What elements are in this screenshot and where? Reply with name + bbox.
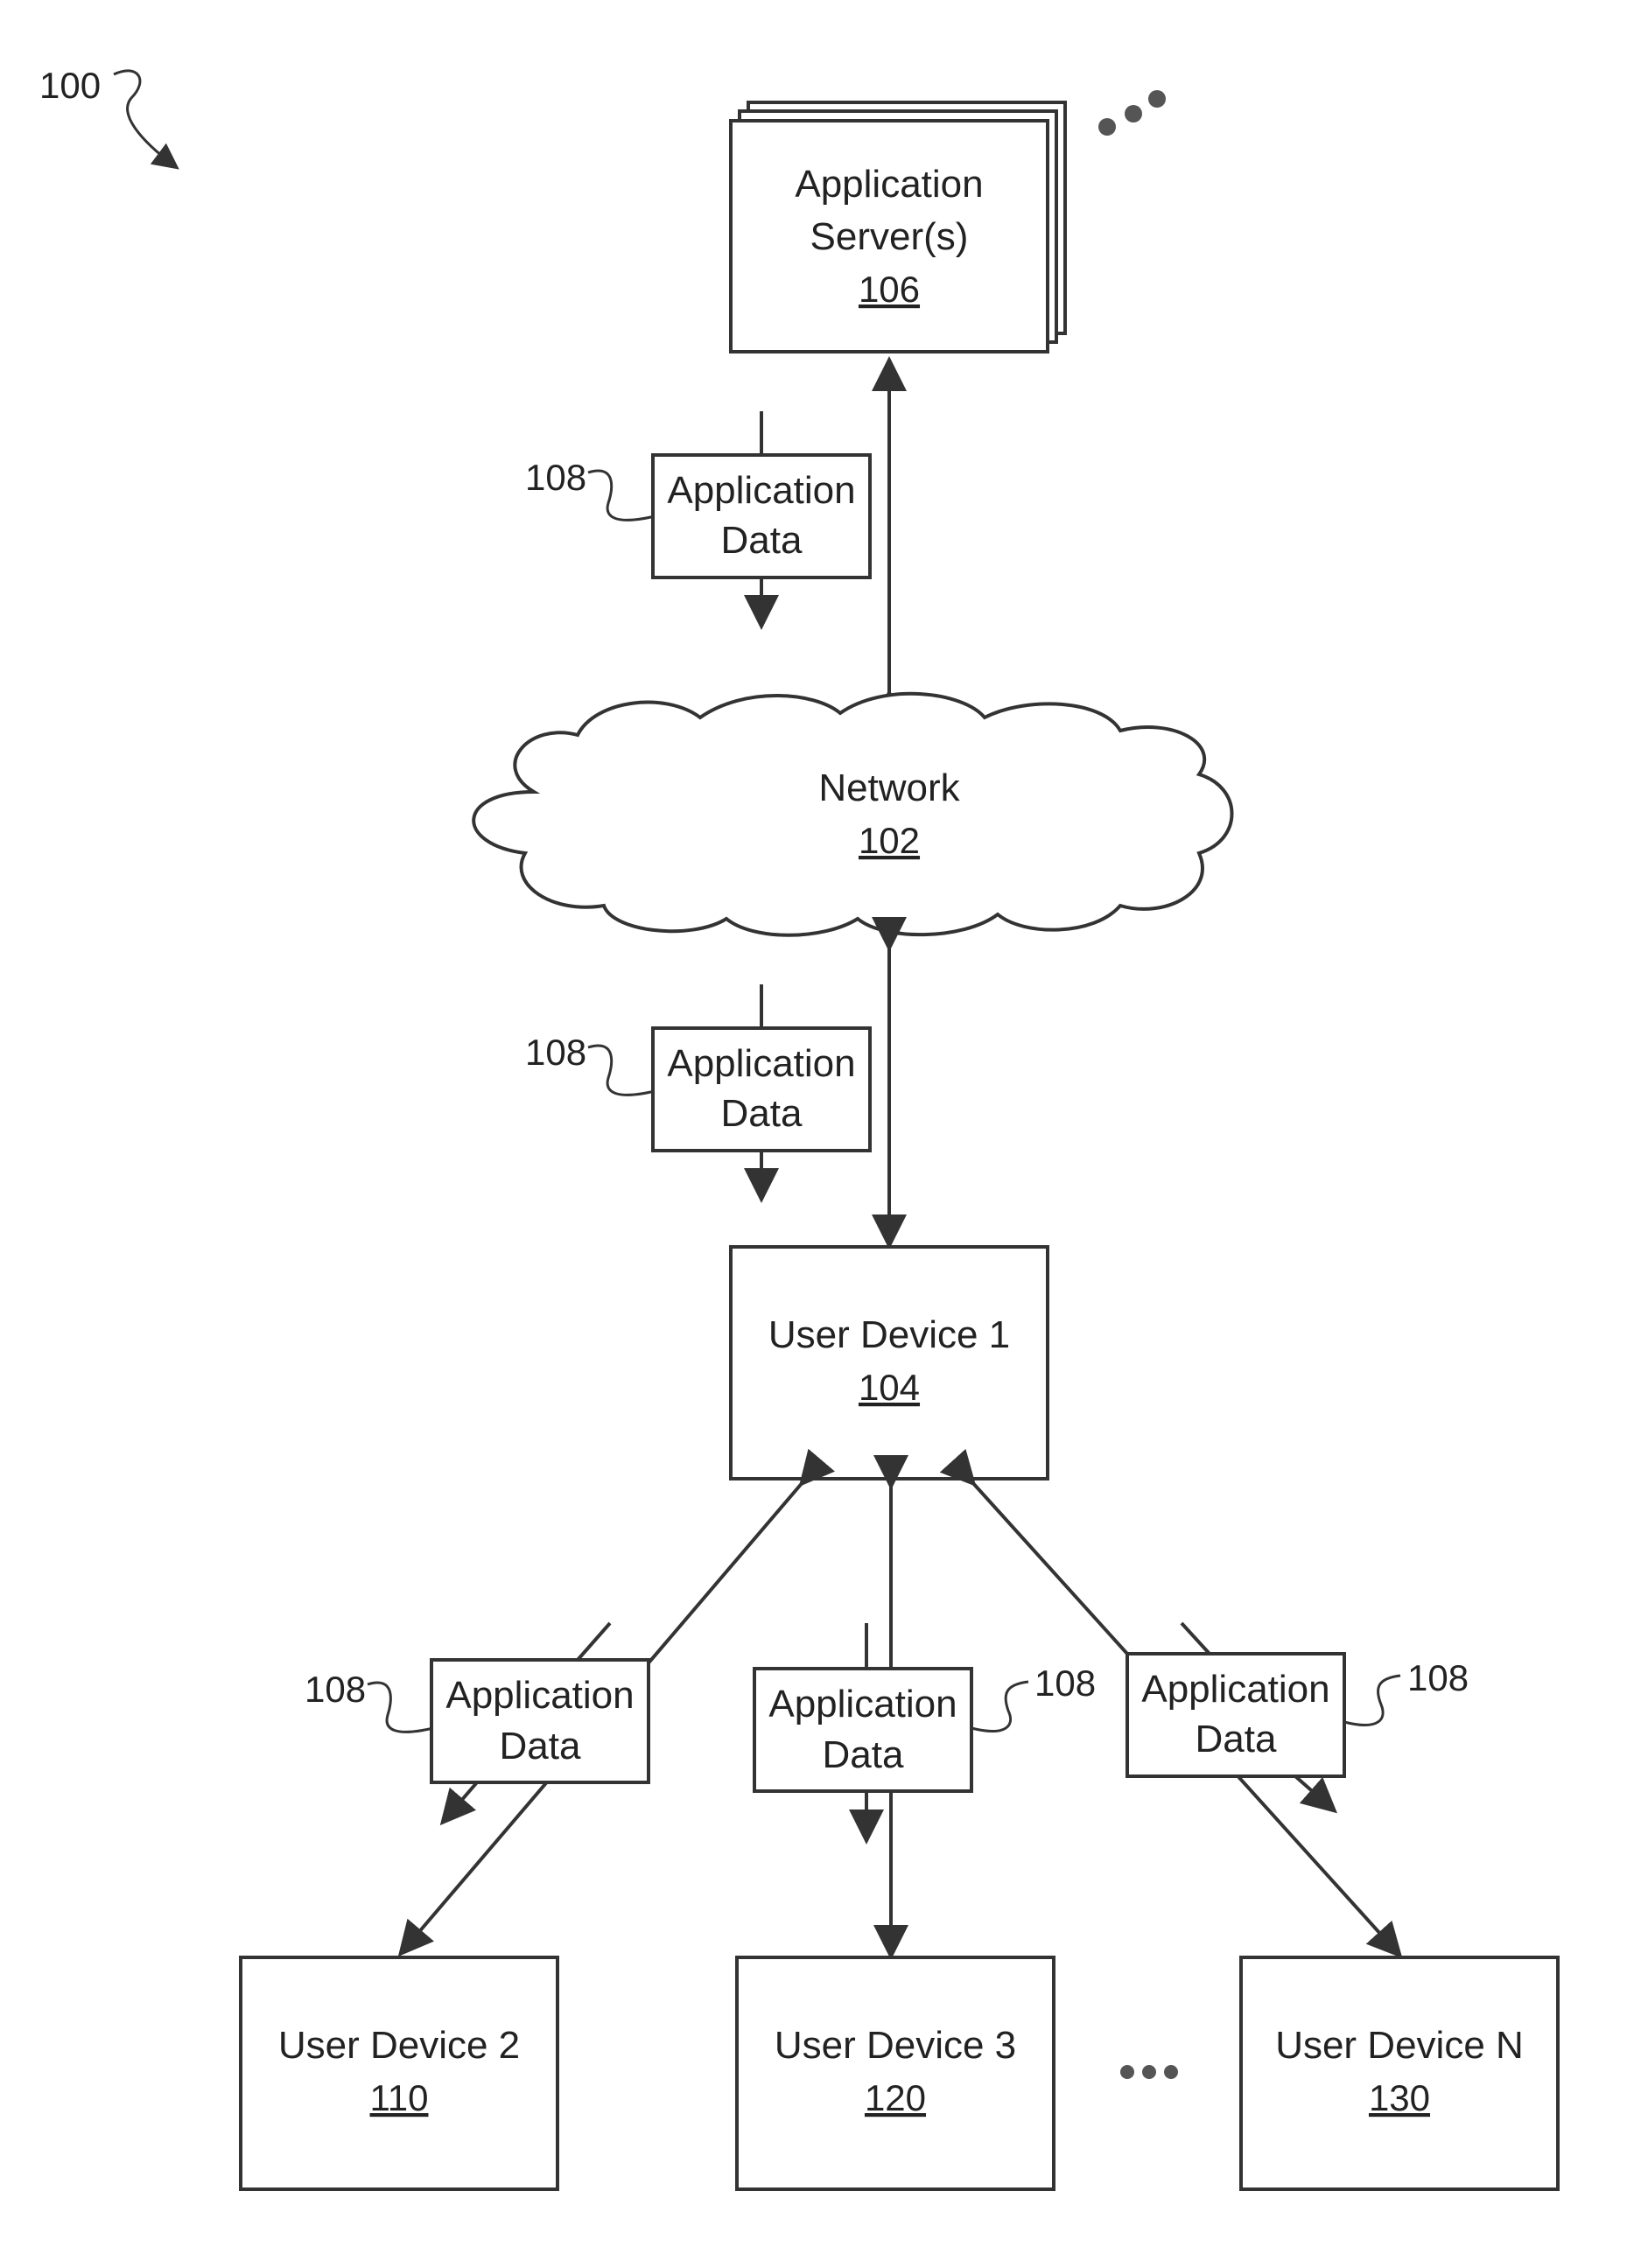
app-data-right-box — [1126, 1652, 1346, 1778]
user-device-3: User Device 3 120 — [735, 1956, 1055, 2191]
user-device-1-box — [729, 1245, 1049, 1480]
user-device-n-box — [1239, 1956, 1560, 2191]
app-server-label-line2: Server(s) — [810, 215, 969, 258]
app-data-left-ref: 108 — [305, 1669, 366, 1710]
more-devices-dot-1 — [1120, 2065, 1134, 2079]
app-data-center-leader — [971, 1680, 1029, 1732]
app-data-left-out — [439, 1781, 479, 1826]
app-data-right: Application Data 108 — [1126, 1621, 1469, 1814]
app-data-upper-ref: 108 — [525, 457, 586, 498]
user-device-2-box — [239, 1956, 559, 2191]
user-device-3-box — [735, 1956, 1055, 2191]
more-servers-dot-3 — [1148, 90, 1166, 108]
user-device-2-number: 110 — [370, 2077, 429, 2118]
network-number: 102 — [859, 820, 920, 861]
app-data-left-leader — [367, 1681, 434, 1733]
app-data-upper-line2: Data — [721, 519, 803, 562]
app-data-right-leader — [1343, 1674, 1401, 1726]
user-device-n: User Device N 130 — [1239, 1956, 1560, 2191]
app-data-center-line2: Data — [823, 1733, 904, 1776]
app-data-right-line1: Application — [1141, 1668, 1329, 1711]
app-data-right-out — [1294, 1774, 1338, 1814]
more-devices-ellipsis — [1120, 2065, 1178, 2079]
app-data-right-ref: 108 — [1407, 1657, 1469, 1698]
app-data-middle: 108 Application Data — [525, 984, 872, 1203]
app-data-middle-leader — [587, 1044, 656, 1096]
app-data-center: Application Data 108 — [753, 1623, 1096, 1844]
app-data-center-line1: Application — [768, 1683, 957, 1726]
app-data-upper: 108 Application Data — [525, 411, 872, 630]
app-server-stack: Application Server(s) 106 — [729, 90, 1166, 354]
app-data-right-in — [1180, 1621, 1211, 1656]
app-server-number: 106 — [859, 269, 920, 310]
app-data-middle-line2: Data — [721, 1092, 803, 1135]
more-servers-dot-2 — [1125, 105, 1142, 122]
user-device-1-label: User Device 1 — [768, 1313, 1010, 1356]
figure-ref-arrow — [113, 69, 179, 170]
app-server-label-line1: Application — [795, 163, 983, 206]
app-data-right-line2: Data — [1196, 1718, 1277, 1760]
figure-ref-100: 100 — [39, 65, 179, 170]
user-device-2: User Device 2 110 — [239, 1956, 559, 2191]
app-data-left-line2: Data — [500, 1725, 581, 1768]
user-device-1-number: 104 — [859, 1367, 920, 1408]
app-data-left: 108 Application Data — [305, 1621, 650, 1826]
user-device-2-label: User Device 2 — [278, 2024, 520, 2067]
app-data-middle-ref: 108 — [525, 1032, 586, 1073]
app-data-left-in — [576, 1621, 612, 1662]
app-data-middle-line1: Application — [667, 1042, 855, 1085]
user-device-n-number: 130 — [1369, 2077, 1430, 2118]
network-cloud-shape — [472, 691, 1234, 937]
more-devices-dot-3 — [1164, 2065, 1178, 2079]
app-data-upper-leader — [587, 469, 656, 522]
user-device-n-label: User Device N — [1275, 2024, 1524, 2067]
figure-ref-label: 100 — [39, 65, 101, 106]
app-server-box — [729, 119, 1049, 354]
network-label: Network — [818, 766, 960, 809]
user-device-3-label: User Device 3 — [775, 2024, 1016, 2067]
more-devices-dot-2 — [1142, 2065, 1156, 2079]
app-data-center-ref: 108 — [1034, 1662, 1096, 1704]
app-data-upper-line1: Application — [667, 469, 855, 512]
user-device-1: User Device 1 104 — [729, 1245, 1049, 1480]
more-servers-dot-1 — [1098, 118, 1116, 136]
app-data-left-line1: Application — [445, 1674, 634, 1717]
network-cloud: Network 102 — [472, 691, 1234, 937]
user-device-3-number: 120 — [865, 2077, 926, 2118]
app-data-middle-box — [651, 1026, 872, 1152]
app-data-upper-box — [651, 453, 872, 579]
app-data-center-box — [753, 1667, 973, 1793]
app-data-left-box — [430, 1658, 650, 1784]
